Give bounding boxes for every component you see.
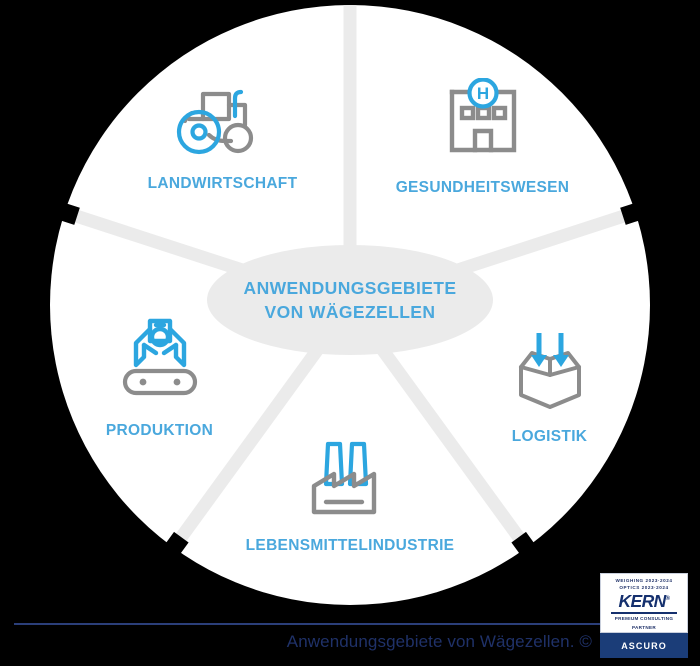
- kern-badge-sub-line-1: PREMIUM CONSULTING: [614, 615, 674, 621]
- segment-lebensmittelindustrie[interactable]: LEBENSMITTELINDUSTRIE: [240, 438, 460, 555]
- wheel-rim-notches: [55, 201, 645, 559]
- kern-wordmark: KERN®: [618, 591, 670, 612]
- segment-label-logistik: LOGISTIK: [511, 428, 588, 445]
- segment-label-gesundheitswesen: GESUNDHEITSWESEN: [395, 179, 570, 196]
- hospital-icon: H: [449, 78, 516, 153]
- kern-wordmark-text: KERN: [618, 591, 666, 612]
- segment-logistik[interactable]: LOGISTIK: [482, 327, 617, 446]
- segment-gesundheitswesen[interactable]: H GESUNDHEITSWESEN: [370, 78, 595, 197]
- divider-lower-right: [343, 299, 538, 560]
- segment-landwirtschaft[interactable]: LANDWIRTSCHAFT: [110, 80, 335, 193]
- footer-caption: Anwendungsgebiete von Wägezellen. ©: [286, 632, 592, 651]
- hub-center: ANWENDUNGSGEBIETE VON WÄGEZELLEN: [207, 245, 493, 355]
- hub-title-line-2: VON WÄGEZELLEN: [264, 302, 436, 322]
- divider-top: [343, 5, 357, 307]
- hub-title-line-1: ANWENDUNGSGEBIETE: [243, 277, 457, 298]
- kern-badge-years-weighing: WEIGHING 2023·2024: [615, 578, 673, 583]
- kern-badge-bottom: ASCURO: [600, 633, 688, 658]
- divider-lower-left: [162, 299, 357, 560]
- segment-produktion[interactable]: PRODUKTION: [92, 313, 227, 440]
- footer-divider-rule: [14, 623, 686, 625]
- robot-gripper-conveyor-icon: [122, 318, 197, 396]
- tractor-icon: [176, 89, 253, 155]
- kern-badge-top: WEIGHING 2023·2024 OPTICS 2023·2024 KERN…: [600, 573, 688, 633]
- factory-icon: [311, 441, 377, 515]
- segment-label-produktion: PRODUKTION: [105, 422, 214, 439]
- ascuro-label: ASCURO: [621, 640, 667, 651]
- segment-label-landwirtschaft: LANDWIRTSCHAFT: [147, 175, 298, 192]
- kern-partner-badge[interactable]: WEIGHING 2023·2024 OPTICS 2023·2024 KERN…: [600, 573, 688, 666]
- svg-text:H: H: [476, 84, 488, 103]
- kern-registered-mark: ®: [665, 596, 670, 603]
- kern-badge-years-optics: OPTICS 2023·2024: [619, 585, 669, 591]
- segment-label-lebensmittelindustrie: LEBENSMITTELINDUSTRIE: [245, 537, 455, 554]
- kern-wordmark-underline: [611, 611, 677, 614]
- kern-badge-sub-line-2: PARTNER: [632, 624, 656, 630]
- open-box-arrows-icon: [518, 333, 581, 409]
